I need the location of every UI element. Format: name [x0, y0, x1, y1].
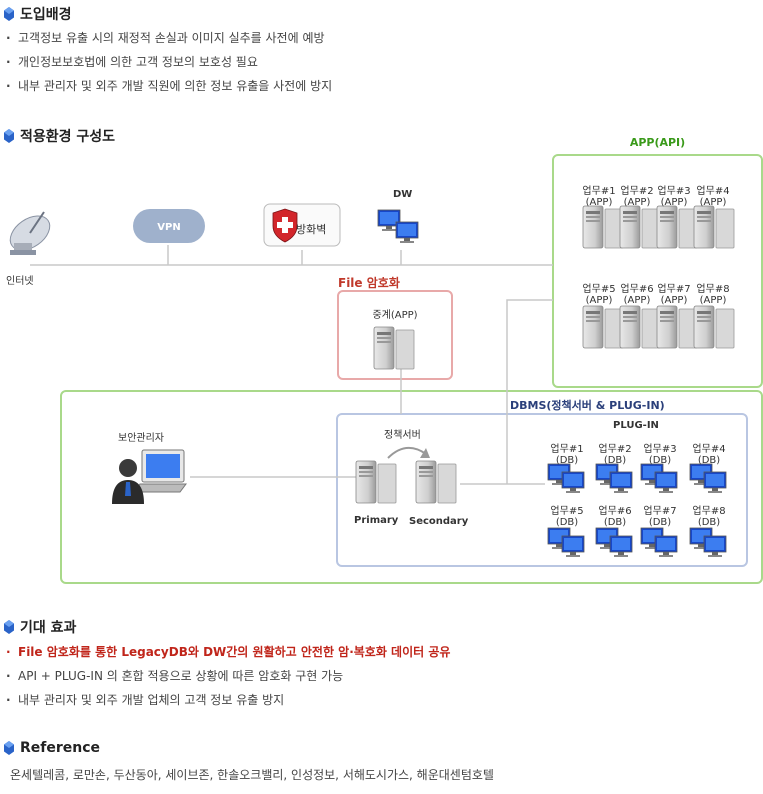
- db-unit-label: 업무#5(DB): [550, 506, 584, 528]
- app-server-icon: [656, 205, 698, 249]
- blue-gem-icon: [4, 620, 14, 634]
- primary-server-icon: [355, 460, 397, 504]
- section-title-reference: Reference: [4, 740, 100, 756]
- effects-bullet-list: File 암호화를 통한 LegacyDB와 DW간의 원활하고 안전한 암·복…: [4, 640, 450, 712]
- architecture-title-text: 적용환경 구성도: [20, 129, 116, 145]
- plugin-label: PLUG-IN: [613, 420, 659, 431]
- list-item: 고객정보 유출 시의 재정적 손실과 이미지 실추를 사전에 예방: [4, 26, 332, 50]
- db-computer-icon: [547, 527, 585, 558]
- relay-server-icon: [373, 326, 415, 370]
- policy-server-label: 정책서버: [384, 430, 421, 441]
- db-unit-label: 업무#3(DB): [643, 444, 677, 466]
- app-server-icon: [619, 205, 661, 249]
- dbms-label: DBMS(정책서버 & PLUG-IN): [510, 399, 665, 412]
- firewall-label: 방화벽: [296, 223, 327, 236]
- db-unit-label: 업무#7(DB): [643, 506, 677, 528]
- connection-lines: [30, 245, 553, 485]
- vpn-node: [133, 209, 205, 243]
- app-server-icon: [582, 305, 624, 349]
- app-api-box: [552, 154, 763, 388]
- vpn-label: VPN: [157, 222, 181, 233]
- internal-network-box: [60, 390, 763, 584]
- background-bullet-list: 고객정보 유출 시의 재정적 손실과 이미지 실추를 사전에 예방 개인정보보호…: [4, 26, 332, 98]
- list-item: 개인정보보호법에 의한 고객 정보의 보호성 필요: [4, 50, 332, 74]
- app-unit-label: 업무#2(APP): [620, 186, 654, 208]
- replication-arrow: [387, 447, 427, 459]
- app-server-icon: [582, 205, 624, 249]
- blue-gem-icon: [4, 7, 14, 21]
- reference-title-text: Reference: [20, 740, 101, 756]
- dw-label: DW: [393, 189, 413, 200]
- app-unit-label: 업무#6(APP): [620, 284, 654, 306]
- app-server-icons: [582, 205, 735, 349]
- db-unit-label: 업무#2(DB): [598, 444, 632, 466]
- app-unit-label: 업무#7(APP): [657, 284, 691, 306]
- db-unit-label: 업무#1(DB): [550, 444, 584, 466]
- app-unit-label: 업무#1(APP): [582, 186, 616, 208]
- security-admin-icon: [112, 449, 187, 504]
- app-server-icon: [693, 305, 735, 349]
- db-unit-label: 업무#4(DB): [692, 444, 726, 466]
- blue-gem-icon: [4, 741, 14, 755]
- reference-list: 온세텔레콤, 로만손, 두산동아, 세이브존, 한솔오크밸리, 인성정보, 서해…: [10, 768, 494, 782]
- app-unit-label: 업무#3(APP): [657, 186, 691, 208]
- section-title-architecture: 적용환경 구성도: [4, 126, 115, 146]
- app-unit-label: 업무#8(APP): [696, 284, 730, 306]
- primary-label: Primary: [354, 515, 399, 526]
- db-unit-label: 업무#8(DB): [692, 506, 726, 528]
- db-unit-label: 업무#6(DB): [598, 506, 632, 528]
- list-item: 내부 관리자 및 외주 개발 직원에 의한 정보 유출을 사전에 방지: [4, 74, 332, 98]
- internet-label: 인터넷: [6, 276, 34, 287]
- app-server-icon: [656, 305, 698, 349]
- satellite-dish-icon: [9, 211, 51, 255]
- security-admin-label: 보안관리자: [118, 433, 164, 444]
- relay-label: 중계(APP): [372, 310, 418, 321]
- background-title-text: 도입배경: [20, 7, 72, 23]
- db-computer-icon: [595, 463, 633, 494]
- blue-gem-icon: [4, 129, 14, 143]
- app-server-icon: [619, 305, 661, 349]
- section-title-effects: 기대 효과: [4, 617, 76, 637]
- db-computer-icon: [689, 527, 727, 558]
- shield-icon: [272, 208, 298, 243]
- db-computer-icon: [547, 463, 585, 494]
- app-unit-label: 업무#5(APP): [582, 284, 616, 306]
- list-item: File 암호화를 통한 LegacyDB와 DW간의 원활하고 안전한 암·복…: [4, 640, 450, 664]
- db-computer-icon: [595, 527, 633, 558]
- section-title-background: 도입배경: [4, 4, 72, 24]
- architecture-diagram: [9, 154, 763, 584]
- file-encryption-box: [337, 290, 453, 380]
- db-computer-icon: [640, 463, 678, 494]
- app-server-icon: [693, 205, 735, 249]
- secondary-server-icon: [415, 460, 457, 504]
- db-computer-icon: [689, 463, 727, 494]
- dbms-box: [336, 413, 748, 567]
- app-unit-label: 업무#4(APP): [696, 186, 730, 208]
- effects-title-text: 기대 효과: [20, 620, 77, 636]
- dw-computer-icon: [377, 209, 419, 244]
- list-item: 내부 관리자 및 외주 개발 업체의 고객 정보 유출 방지: [4, 688, 450, 712]
- secondary-label: Secondary: [409, 516, 469, 527]
- list-item: API + PLUG-IN 의 혼합 적용으로 상황에 따른 암호화 구현 가능: [4, 664, 450, 688]
- db-computer-icon: [640, 527, 678, 558]
- app-api-label: APP(API): [629, 136, 686, 149]
- file-encryption-label: File 암호화: [338, 276, 400, 290]
